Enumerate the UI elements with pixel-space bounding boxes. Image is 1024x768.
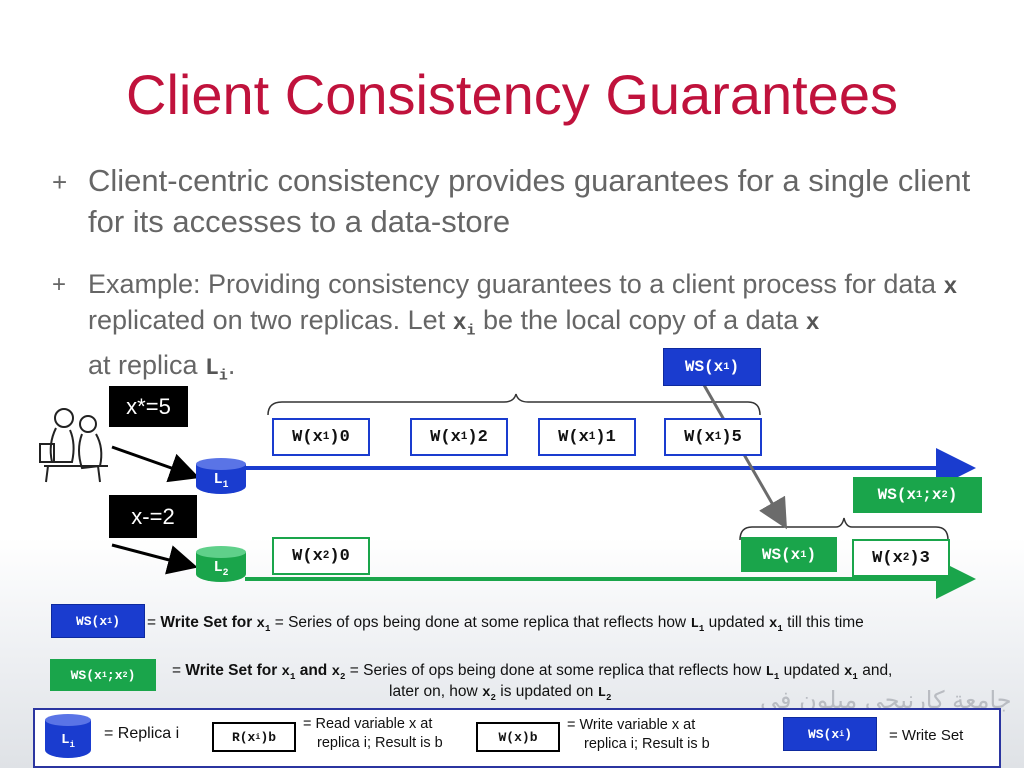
- legend-replica-label: Li: [61, 732, 75, 750]
- def-ws-x1x2-text-line2: later on, how x2 is updated on L2: [389, 683, 612, 703]
- replica-L1-cylinder: L1: [196, 458, 246, 494]
- legend-write-text-2: replica i; Result is b: [584, 736, 710, 752]
- legend-read-text-2: replica i; Result is b: [317, 735, 443, 751]
- brace-ws-x1x2: [739, 517, 949, 541]
- bullet-2-text: Example: Providing consistency guarantee…: [88, 269, 958, 385]
- legend-write-box: W(x)b: [476, 722, 560, 752]
- legend-ws-text: = Write Set: [889, 727, 964, 744]
- client-arrow-2: [111, 543, 198, 575]
- legend-write-text-1: = Write variable x at: [567, 717, 696, 733]
- legend-replica-cylinder: Li: [45, 714, 91, 758]
- client-op-x-eq-5: x*=5: [109, 386, 188, 427]
- def-ws-x1-text: = Write Set for x1 = Series of ops being…: [147, 614, 864, 634]
- replica-L1-label: L1: [213, 471, 229, 490]
- legend-read-text-1: = Read variable x at: [303, 716, 433, 732]
- legend-replica-text: = Replica i: [104, 725, 180, 742]
- def-ws-x1x2-text: = Write Set for x1 and x2 = Series of op…: [172, 662, 893, 682]
- brace-ws-x1: [267, 393, 761, 416]
- replica-L2-cylinder: L2: [196, 546, 246, 582]
- slide-title: Client Consistency Guarantees: [126, 63, 898, 126]
- bullet-marker: +: [52, 167, 68, 197]
- bullet-1-text: Client-centric consistency provides guar…: [88, 163, 971, 239]
- replica-L2-label: L2: [213, 559, 229, 578]
- client-arrow-1: [111, 445, 200, 483]
- client-op-x-minus-2: x-=2: [109, 495, 197, 538]
- bullet-marker: +: [52, 271, 67, 298]
- client-icon: [39, 408, 108, 483]
